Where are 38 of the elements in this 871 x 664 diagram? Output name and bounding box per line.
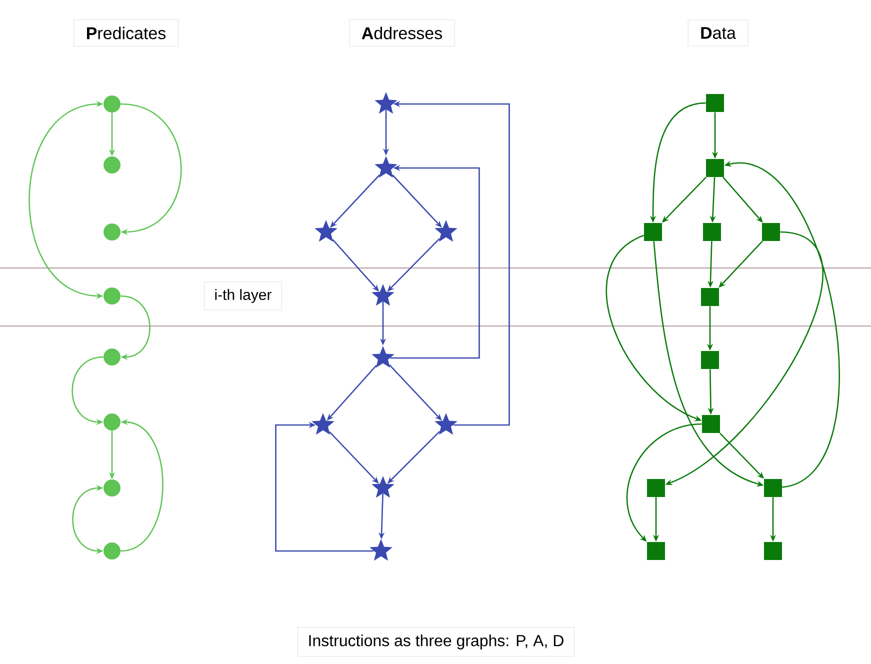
caption-box: Instructions as three graphs: P, A, D [298,627,574,657]
star-node [372,346,394,368]
star-node [312,413,334,435]
circle-node [104,414,120,430]
square-node [701,288,719,306]
square-node [701,351,719,369]
arrow [120,103,182,236]
star-node [434,413,458,435]
square-node [644,223,662,241]
star-node [372,284,394,306]
arrow [120,295,150,360]
square-node [762,223,780,241]
arrow [275,422,374,552]
heading-box: Addresses [349,20,455,46]
square-node [703,223,721,241]
circle-node [104,224,120,240]
star-node [434,220,458,242]
circle-node [104,156,120,174]
square-node [706,94,724,112]
star-node [370,539,392,561]
circle-node [104,480,120,496]
square-node [764,542,782,560]
layer-label-box: i-th layer [204,282,282,310]
star-node [372,476,394,498]
circle-node [104,542,120,560]
star-node [314,220,338,242]
heading-box: Data [688,20,748,46]
star-node [374,156,398,178]
square-node [647,542,665,560]
circle-node [104,348,120,366]
circle-node [104,288,120,304]
star-node [374,92,398,114]
square-node [764,479,782,497]
square-node [647,479,665,497]
circle-node [104,96,120,112]
heading-box: Predicates [74,20,178,46]
square-node [706,159,724,177]
square-node [702,415,720,433]
